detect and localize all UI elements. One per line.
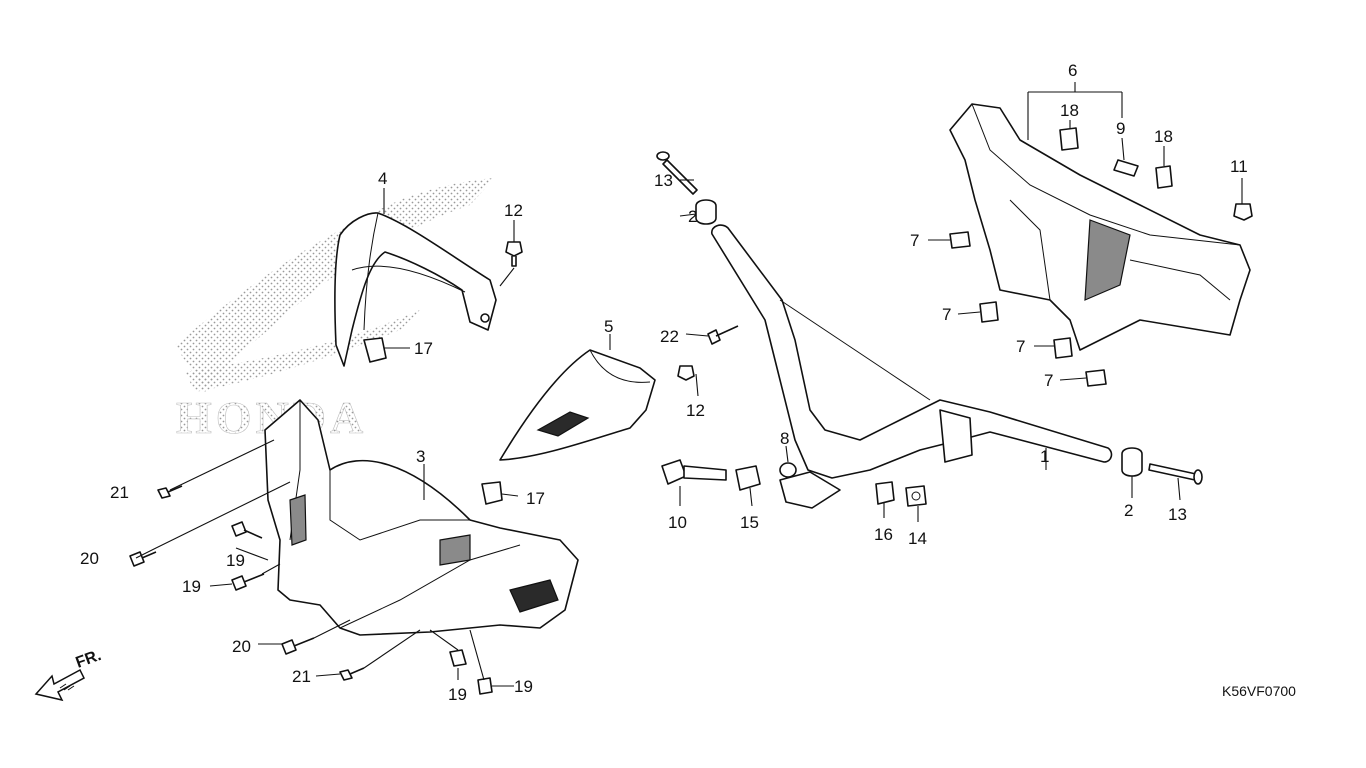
callout-2-upper: 2 — [688, 207, 697, 226]
callout-3: 3 — [416, 447, 425, 466]
washer-15 — [735, 465, 761, 491]
callout-18-right: 18 — [1154, 127, 1173, 146]
clip-18-left — [1059, 127, 1079, 151]
part-1-handlebar — [711, 224, 1113, 509]
screw-19-d — [477, 677, 493, 695]
callout-5: 5 — [604, 317, 613, 336]
callout-17-upper: 17 — [414, 339, 433, 358]
callout-15: 15 — [740, 513, 759, 532]
callout-18-left: 18 — [1060, 101, 1079, 120]
bolt-11 — [1233, 203, 1253, 221]
screw-19-c — [449, 649, 467, 667]
callout-14: 14 — [908, 529, 927, 548]
callout-19-b: 19 — [182, 577, 201, 596]
bolt-10 — [661, 459, 727, 485]
screw-19-b — [231, 573, 265, 591]
callout-20-b: 20 — [232, 637, 251, 656]
callout-7-a: 7 — [910, 231, 919, 250]
callout-10: 10 — [668, 513, 687, 532]
callout-21-a: 21 — [110, 483, 129, 502]
bolt-12-upper — [505, 241, 523, 267]
callout-6: 6 — [1068, 61, 1077, 80]
screw-21-b — [339, 667, 365, 681]
nut-16 — [875, 481, 895, 505]
seal-9 — [1113, 159, 1139, 177]
reference-code: K56VF0700 — [1222, 683, 1296, 699]
callout-labels: 1 2 2 3 4 5 6 7 7 7 7 8 9 10 11 12 12 13… — [80, 61, 1248, 704]
clip-17-upper — [363, 337, 387, 363]
honda-wordmark: HONDA — [176, 392, 367, 443]
hardware — [129, 127, 1253, 695]
front-arrow-icon — [34, 668, 85, 702]
clip-7-a — [949, 231, 971, 249]
clip-7-b — [979, 301, 999, 323]
callout-13-upper: 13 — [654, 171, 673, 190]
clip-18-right — [1155, 165, 1173, 189]
callout-19-c: 19 — [448, 685, 467, 704]
callout-20-a: 20 — [80, 549, 99, 568]
callout-7-c: 7 — [1016, 337, 1025, 356]
callout-17-lower: 17 — [526, 489, 545, 508]
rubber-2-upper — [695, 199, 717, 225]
callout-12-middle: 12 — [686, 401, 705, 420]
part-3-front-handle-cover — [264, 399, 579, 636]
screw-20-b — [281, 637, 315, 655]
front-label: FR. — [74, 647, 104, 672]
rubber-2-lower — [1121, 447, 1143, 477]
callout-11: 11 — [1230, 157, 1248, 176]
callout-12-upper: 12 — [504, 201, 523, 220]
callout-7-d: 7 — [1044, 371, 1053, 390]
bolt-13-lower — [1148, 463, 1203, 485]
callout-21-b: 21 — [292, 667, 311, 686]
callout-8: 8 — [780, 429, 789, 448]
callout-22: 22 — [660, 327, 679, 346]
leader-lines — [135, 82, 1243, 687]
part-6-rear-handle-cover — [949, 103, 1251, 351]
callout-19-d: 19 — [514, 677, 533, 696]
screw-21-a — [157, 485, 183, 499]
clip-17-lower — [481, 481, 503, 505]
screw-20-a — [129, 551, 157, 567]
collar-8 — [779, 462, 797, 478]
clip-7-d — [1085, 369, 1107, 387]
callout-2-lower: 2 — [1124, 501, 1133, 520]
part-4-front-cover — [334, 212, 497, 367]
callout-4: 4 — [378, 169, 387, 188]
honda-wing-watermark: HONDA — [175, 178, 495, 443]
screw-19-a — [231, 521, 263, 539]
callout-19-a: 19 — [226, 551, 245, 570]
front-direction-indicator: FR. — [34, 647, 104, 702]
callout-7-b: 7 — [942, 305, 951, 324]
callout-13-lower: 13 — [1168, 505, 1187, 524]
bolt-12-middle — [677, 365, 695, 381]
clip-7-c — [1053, 337, 1073, 359]
callout-16: 16 — [874, 525, 893, 544]
callout-1: 1 — [1040, 447, 1049, 466]
screw-22 — [707, 325, 739, 345]
part-5-visor — [499, 349, 656, 461]
callout-9: 9 — [1116, 119, 1125, 138]
